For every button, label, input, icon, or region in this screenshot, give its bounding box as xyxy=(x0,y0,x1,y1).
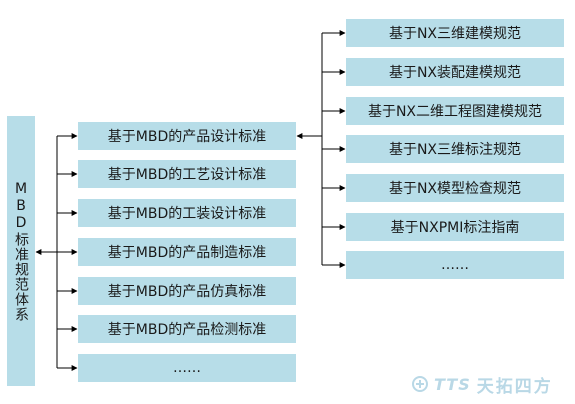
right-node-label: 基于NX三维建模规范 xyxy=(388,26,522,42)
tts-logo-icon xyxy=(412,376,428,392)
mid-node-process-design: 基于MBD的工艺设计标准 xyxy=(78,160,296,188)
right-node-ellipsis: …… xyxy=(346,251,564,279)
mid-node-product-design: 基于MBD的产品设计标准 xyxy=(78,122,296,150)
right-node-2d-drawing: 基于NX二维工程图建模规范 xyxy=(346,97,564,125)
right-node-label: 基于NX二维工程图建模规范 xyxy=(367,104,543,120)
mid-node-ellipsis: …… xyxy=(78,354,296,382)
right-node-label: 基于NX模型检查规范 xyxy=(388,181,522,197)
right-node-label: 基于NX三维标注规范 xyxy=(388,142,522,158)
right-node-label: 基于NX装配建模规范 xyxy=(388,65,522,81)
watermark: TTS 天拓四方 xyxy=(412,370,570,398)
mid-node-tooling-design: 基于MBD的工装设计标准 xyxy=(78,199,296,227)
right-node-model-check: 基于NX模型检查规范 xyxy=(346,174,564,202)
right-node-3d-annotation: 基于NX三维标注规范 xyxy=(346,135,564,163)
mid-node-label: 基于MBD的产品制造标准 xyxy=(107,245,267,261)
root-bracket xyxy=(35,133,78,371)
mid-node-label: 基于MBD的产品检测标准 xyxy=(107,322,267,338)
right-node-label: 基于NXPMI标注指南 xyxy=(390,220,520,236)
mid-node-label: …… xyxy=(173,360,201,376)
mid-node-manufacturing: 基于MBD的产品制造标准 xyxy=(78,238,296,266)
mid-node-label: 基于MBD的产品设计标准 xyxy=(107,129,267,145)
right-bracket xyxy=(296,30,346,268)
mid-node-simulation: 基于MBD的产品仿真标准 xyxy=(78,277,296,305)
right-node-3d-modeling: 基于NX三维建模规范 xyxy=(346,19,564,47)
watermark-cn: 天拓四方 xyxy=(476,376,553,397)
right-node-assembly-modeling: 基于NX装配建模规范 xyxy=(346,58,564,86)
mid-node-label: 基于MBD的工装设计标准 xyxy=(107,206,267,222)
watermark-en: TTS xyxy=(434,374,471,394)
right-node-label: …… xyxy=(441,257,469,273)
root-node: MBD标准规范体系 xyxy=(7,116,35,386)
root-node-label: MBD标准规范体系 xyxy=(13,180,29,322)
mid-node-inspection: 基于MBD的产品检测标准 xyxy=(78,315,296,343)
mid-node-label: 基于MBD的工艺设计标准 xyxy=(107,167,267,183)
mid-node-label: 基于MBD的产品仿真标准 xyxy=(107,284,267,300)
right-node-pmi-guide: 基于NXPMI标注指南 xyxy=(346,213,564,241)
